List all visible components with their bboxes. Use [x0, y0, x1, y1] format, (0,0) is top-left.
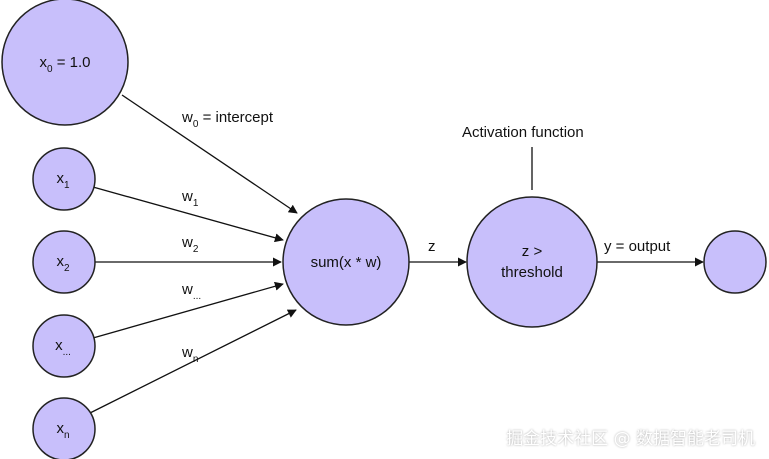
input-label-xn: xn	[56, 420, 69, 441]
input-label-x2: x2	[56, 253, 70, 274]
activation-node-line1: z >	[522, 243, 543, 260]
input-node-xn	[32, 397, 96, 459]
edge-xdots-sum	[92, 281, 284, 339]
edge-x1-sum	[92, 186, 284, 243]
input-node-x0	[1, 0, 129, 126]
input-node-x1	[32, 147, 96, 211]
activation-node-line2: threshold	[501, 264, 563, 281]
input-node-x2	[32, 230, 96, 294]
weight-label-wdots: w...	[181, 281, 201, 302]
input-label-xdots: x...	[55, 337, 71, 358]
z-label: z	[428, 238, 436, 255]
watermark-text: 掘金技术社区 @ 数据智能老司机	[506, 429, 755, 449]
output-label: y = output	[604, 238, 671, 255]
weight-label-w1: w1	[181, 188, 199, 209]
input-node-xdots	[32, 314, 96, 378]
edge-x0-sum	[121, 94, 298, 214]
weight-label-w2: w2	[181, 234, 199, 255]
weight-label-w0: w0 = intercept	[181, 109, 274, 130]
activation-node	[466, 196, 598, 328]
activation-function-label: Activation function	[462, 124, 584, 141]
weight-label-wn: wn	[181, 344, 198, 365]
sum-node-label: sum(x * w)	[311, 254, 382, 271]
input-label-x1: x1	[56, 170, 70, 191]
output-node	[703, 230, 767, 294]
edge-xn-sum	[83, 309, 297, 417]
sum-node	[282, 198, 410, 326]
input-label-x0: x0 = 1.0	[39, 54, 90, 75]
